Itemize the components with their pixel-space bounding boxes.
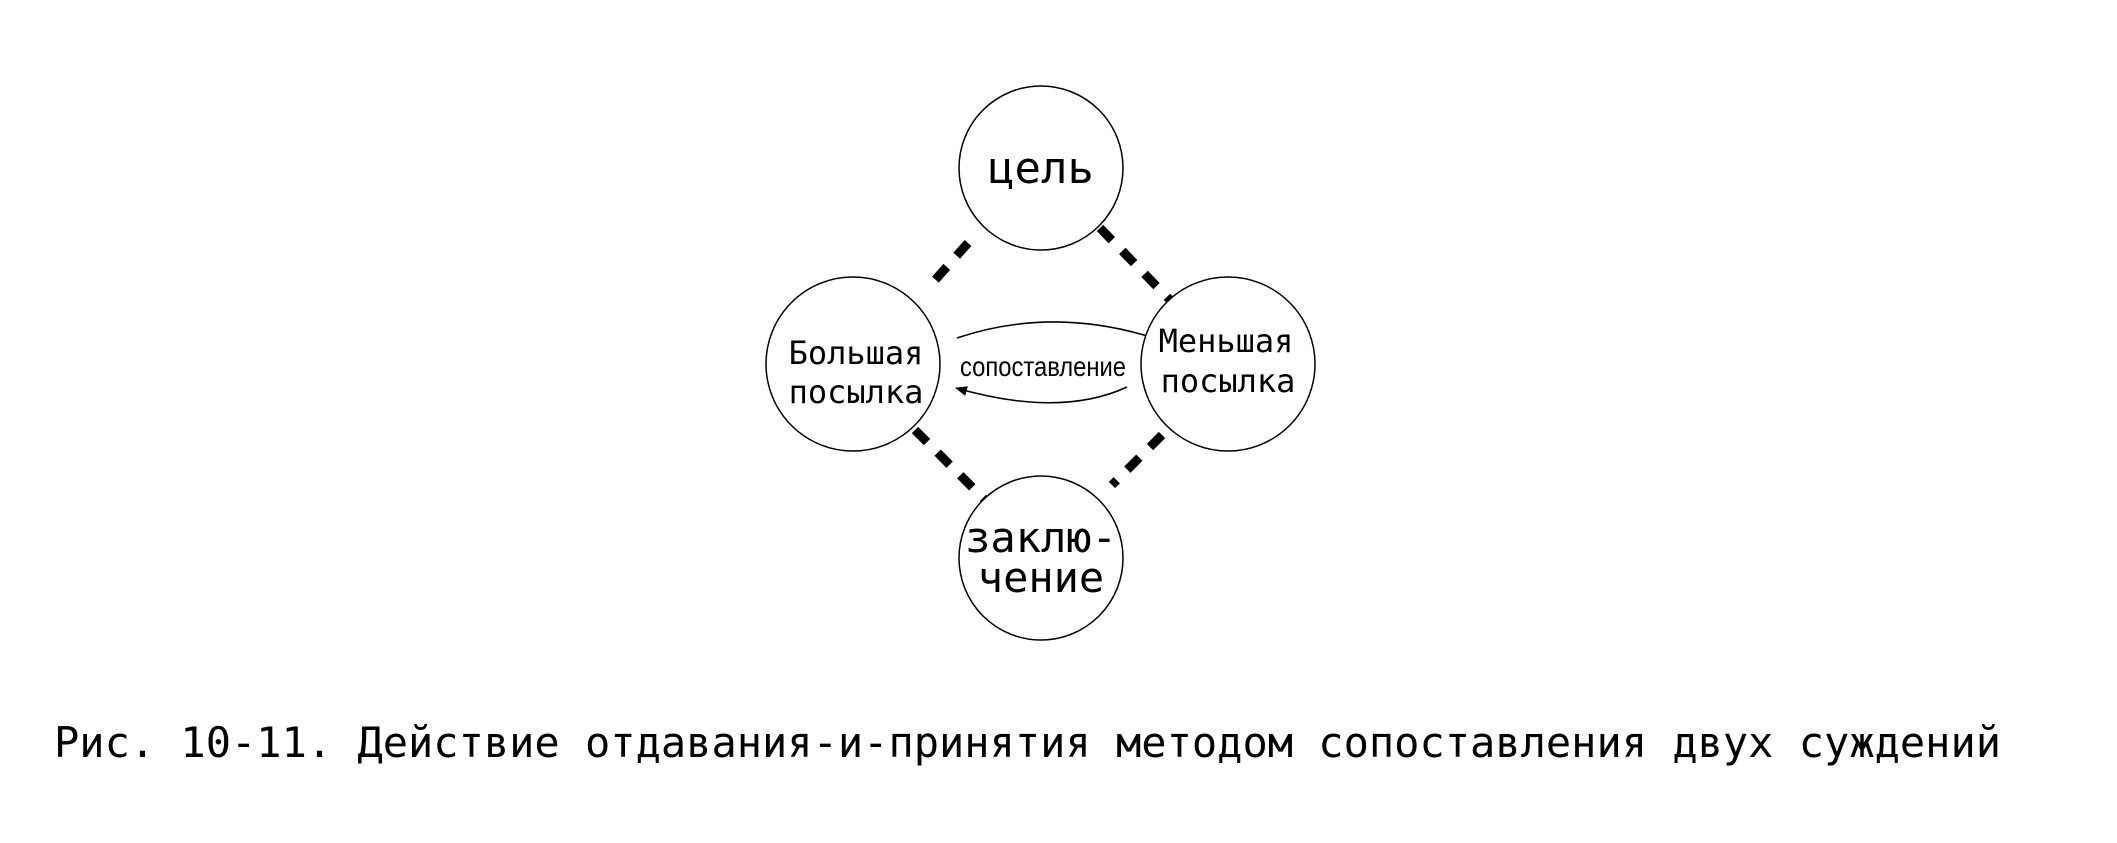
comparison-arrow-right <box>956 321 1161 342</box>
node-conclusion: заклю- чение <box>958 475 1124 641</box>
connector-major-conclusion <box>911 426 989 504</box>
node-conclusion-line-2: чение <box>978 553 1104 602</box>
connector-goal-minor <box>1096 224 1174 304</box>
node-goal: цель <box>958 85 1124 251</box>
node-goal-label: цель <box>988 143 1094 194</box>
node-major-premise-line-2: посылка <box>789 373 924 411</box>
comparison-label: сопоставление <box>960 351 1126 382</box>
figure-caption: Рис. 10-11. Действие отдавания-и-приняти… <box>54 718 2002 767</box>
node-major-premise-line-1: Большая <box>789 334 924 372</box>
node-minor-premise: Меньшая посылка <box>1140 276 1316 452</box>
node-minor-premise-line-1: Меньшая <box>1159 322 1294 360</box>
node-major-premise: Большая посылка <box>765 276 941 452</box>
connector-goal-major <box>924 240 972 291</box>
connector-minor-conclusion <box>1108 431 1166 489</box>
comparison-arrow-left <box>955 386 1128 404</box>
node-minor-premise-line-2: посылка <box>1161 362 1296 400</box>
node-conclusion-line-1: заклю- <box>965 513 1117 562</box>
